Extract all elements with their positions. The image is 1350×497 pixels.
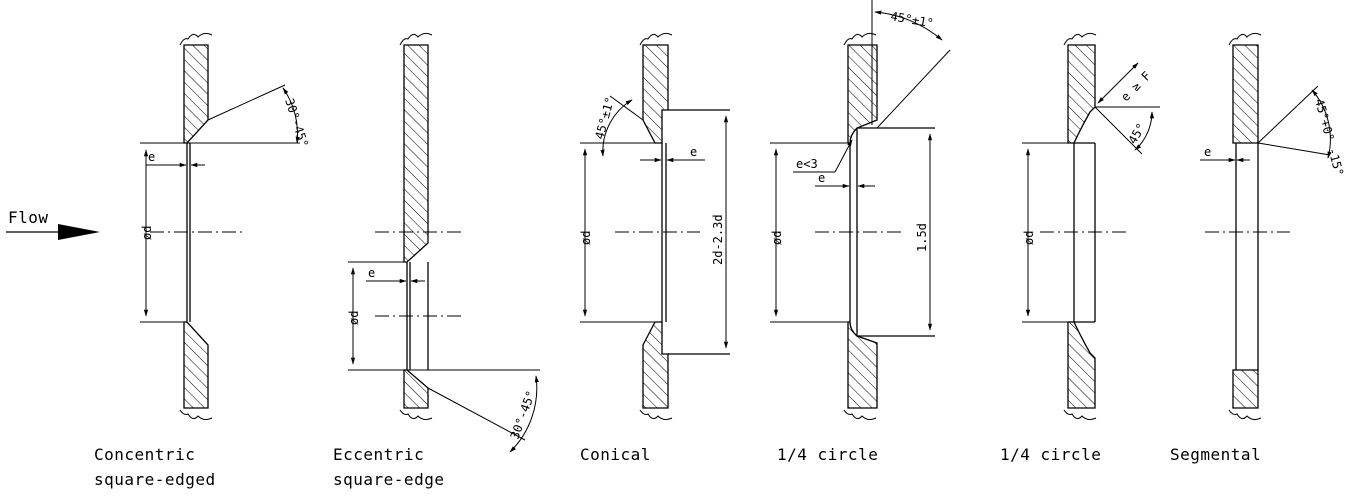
bevel-extension-line [876, 49, 951, 129]
diameter-label: ød [140, 226, 154, 240]
plate-upper-wall [403, 44, 429, 263]
angle-label: 45°+0° -15° [1312, 97, 1346, 177]
bevel-extension-line [207, 84, 286, 121]
plate-conical: ød e 2d-2.3d 45°±1° Conical [579, 32, 730, 464]
angle-dimension-arc [874, 10, 943, 41]
bevel-extension-line [427, 387, 526, 441]
thickness-label: e [148, 150, 155, 164]
diameter-label: ød [1022, 231, 1036, 245]
flow-label: Flow [8, 208, 49, 227]
plate-concentric-square-edged: ød e 30°-45° Concentric square-edged [94, 32, 311, 489]
plate-upper-wall [183, 44, 209, 144]
plate-lower-wall [1067, 321, 1096, 409]
thickness-label: e [1204, 145, 1211, 159]
angle-dimension-arc [1311, 89, 1332, 159]
plate-upper-wall [1067, 44, 1096, 144]
break-line-top [399, 32, 433, 46]
bevel-extension-line [1257, 85, 1319, 144]
plate-quarter-circle-a: ød e e<3 45°±1° 1.5d 1/4 circle [770, 0, 951, 464]
caption-line-1: Conical [580, 445, 651, 464]
diameter-label: ød [347, 311, 361, 325]
break-line-top [179, 32, 213, 46]
angle-dimension-arc [1134, 111, 1155, 151]
flow-arrow-head-icon [58, 224, 100, 240]
break-line-top [843, 32, 877, 46]
reference-line [1257, 142, 1331, 156]
plate-eccentric-square-edge: ød e 30°-45° Eccentric square-edge [333, 32, 540, 489]
plate-segmental: e 45°+0° -15° Segmental [1170, 32, 1346, 464]
outer-diameter-label: 2d-2.3d [711, 214, 725, 265]
outer-diameter-label: 1.5d [915, 223, 929, 252]
thickness-label: e [690, 145, 697, 159]
plate-upper-wall [1232, 44, 1259, 144]
caption-line-2: square-edge [333, 470, 444, 489]
break-line-bottom [843, 409, 877, 421]
radius-label: e<3 [796, 157, 818, 171]
break-line-top [1063, 32, 1097, 46]
break-line-bottom [399, 409, 433, 421]
caption-line-1: Eccentric [333, 445, 424, 464]
radius-dimension-line [1097, 62, 1139, 104]
angle-label: 45° [1125, 121, 1148, 147]
caption-line-1: 1/4 circle [1000, 445, 1101, 464]
angle-label: 30°-45° [282, 97, 311, 149]
plate-segment-wall [1232, 369, 1259, 409]
plate-lower-wall [847, 321, 878, 409]
plate-lower-wall [183, 321, 209, 409]
angle-dimension-arc [600, 99, 633, 157]
break-line-bottom [639, 409, 673, 421]
break-line-bottom [1063, 409, 1097, 421]
break-line-top [1228, 32, 1262, 46]
thickness-label: e [818, 171, 825, 185]
break-line-top [639, 32, 673, 46]
break-line-bottom [1228, 409, 1262, 421]
thickness-label: e [368, 266, 375, 280]
angle-label: 30°-45° [508, 389, 538, 441]
angle-dimension-arc [509, 375, 539, 453]
plate-lower-wall [403, 369, 429, 409]
plate-quarter-circle-b: ød e ≥ F 45° 1/4 circle [1000, 32, 1160, 464]
diameter-label: ød [770, 231, 784, 245]
plate-upper-wall [642, 44, 669, 144]
diameter-label: ød [579, 231, 593, 245]
bevel-extension-line [1094, 106, 1143, 155]
angle-label: 45°±1° [889, 9, 934, 30]
caption-line-1: 1/4 circle [777, 445, 878, 464]
plate-lower-wall [642, 321, 669, 409]
radius-leader [834, 139, 853, 173]
break-line-bottom [179, 409, 213, 421]
caption-line-1: Segmental [1170, 445, 1261, 464]
caption-line-1: Concentric [94, 445, 195, 464]
radius-label: e ≥ F [1118, 69, 1153, 104]
flow-indicator: Flow [6, 208, 100, 240]
caption-line-2: square-edged [94, 470, 216, 489]
angle-dimension-arc [282, 87, 300, 144]
